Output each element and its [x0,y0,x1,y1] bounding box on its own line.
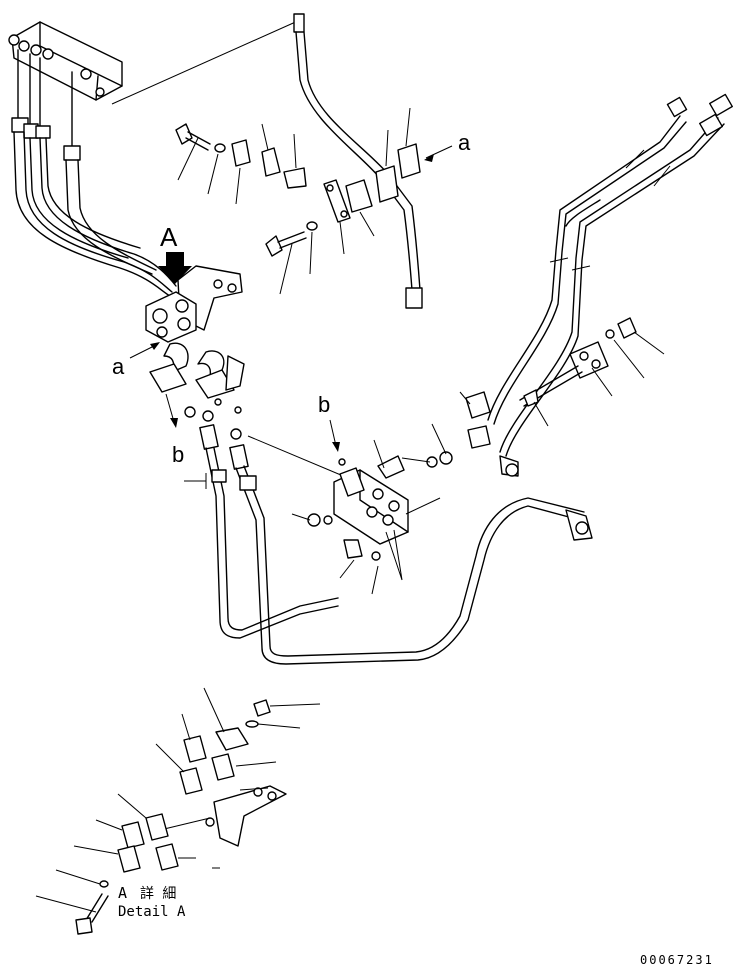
view-a-label: A [160,222,178,252]
drawing-number: 00067231 [640,953,714,967]
manifold-block [8,14,301,105]
detail-letter: A [118,884,127,902]
ref-a-right-label: a [458,130,471,155]
hose-bundle [11,49,177,297]
tube-bundle-right [459,93,733,477]
detail-label-en: Detail A [118,904,186,920]
detail-a-caption: A 詳 細 Detail A [118,884,186,920]
hardware-row-upper [175,123,307,205]
ref-a-right: a [424,130,471,162]
ref-b-left-label: b [172,442,184,467]
valve-bracket [145,265,243,343]
ref-a-left: a [112,342,160,379]
tube-assembly-left [184,424,593,665]
detail-label-jp: 詳 細 [140,886,176,902]
ref-b-top-label: b [318,392,330,417]
hardware-row-lower [265,179,375,295]
elbow-fittings [149,342,245,440]
hose-center [293,13,423,309]
ref-b-left: b [165,393,184,467]
view-a-indicator: A [158,222,192,284]
ref-b-top: b [318,392,340,452]
valve-block-center [291,423,453,595]
ref-a-left-label: a [112,354,125,379]
detail-a-exploded [35,687,321,935]
